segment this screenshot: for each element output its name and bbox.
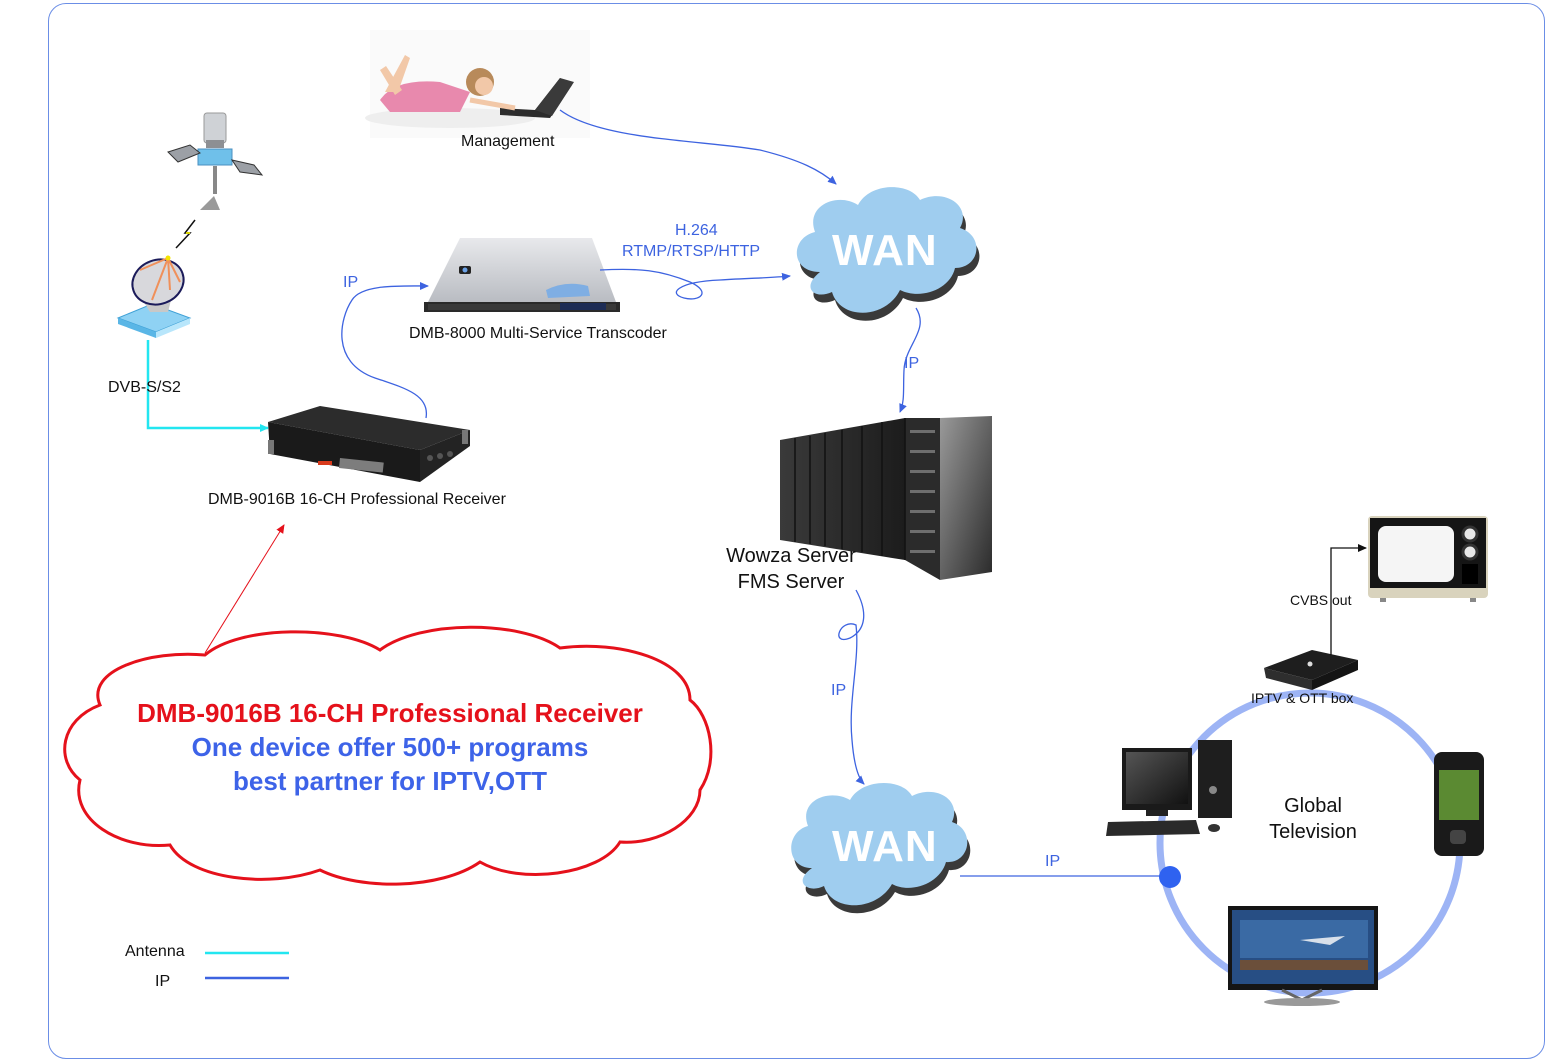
ip-link-server-wan — [838, 589, 865, 785]
transcoder-device-icon — [424, 238, 620, 312]
flat-tv-icon — [1228, 906, 1378, 1006]
server-label-line2: FMS Server — [737, 571, 845, 593]
ip-link-receiver-transcoder — [341, 281, 429, 419]
ip-label-receiver-transcoder: IP — [343, 274, 359, 291]
desktop-pc-icon — [1106, 740, 1232, 836]
set-top-box-icon — [1264, 650, 1358, 690]
crt-tv-icon — [1368, 516, 1488, 602]
codec-label: H.264 — [675, 222, 718, 239]
ip-label-wan-ring: IP — [1045, 853, 1061, 870]
mobile-phone-icon — [1434, 752, 1484, 856]
server-label-line1: Wowza Server — [726, 545, 856, 567]
cvbs-link — [1330, 544, 1367, 655]
cvbs-label: CVBS out — [1290, 592, 1352, 608]
ip-label-server-wan: IP — [831, 682, 847, 699]
wan-bottom-cloud-icon — [791, 782, 971, 914]
ip-link-wan-server — [899, 307, 921, 413]
ip-label-wan-server: IP — [904, 355, 920, 372]
management-label: Management — [461, 133, 555, 150]
legend-ip-label: IP — [155, 973, 171, 990]
callout-line3: best partner for IPTV,OTT — [233, 766, 547, 796]
diagram-frame — [48, 3, 1545, 1059]
receiver-label: DMB-9016B 16-CH Professional Receiver — [208, 491, 506, 508]
transcoder-label: DMB-8000 Multi-Service Transcoder — [409, 325, 667, 342]
dvb-label: DVB-S/S2 — [108, 379, 181, 396]
global-tv-label-line1: Global — [1284, 795, 1342, 817]
wan-bottom-label: WAN — [832, 822, 938, 871]
antenna-link — [146, 340, 269, 432]
wan-top-label: WAN — [832, 226, 938, 275]
callout-cloud — [63, 625, 713, 886]
server-racks-icon — [780, 416, 992, 580]
callout-title: DMB-9016B 16-CH Professional Receiver — [137, 698, 643, 728]
settop-box-label: IPTV & OTT box — [1251, 690, 1354, 706]
global-tv-label: Global Television — [1253, 793, 1373, 845]
management-laptop-user-icon — [365, 30, 590, 138]
server-label: Wowza Server FMS Server — [716, 543, 866, 595]
satellite-dish-icon — [116, 255, 192, 338]
protocol-label: RTMP/RTSP/HTTP — [622, 243, 761, 260]
callout-text: DMB-9016B 16-CH Professional Receiver On… — [70, 696, 710, 798]
stream-link-transcoder-wan — [599, 268, 791, 300]
receiver-device-icon — [268, 406, 470, 482]
callout-line2: One device offer 500+ programs — [191, 732, 589, 762]
callout-pointer — [204, 524, 285, 654]
legend-antenna-label: Antenna — [125, 943, 185, 960]
wan-top-cloud-icon — [796, 187, 980, 321]
global-tv-label-line2: Television — [1269, 821, 1357, 843]
ring-junction-dot — [1159, 866, 1181, 888]
management-link — [559, 109, 837, 185]
satellite-icon — [167, 112, 264, 249]
